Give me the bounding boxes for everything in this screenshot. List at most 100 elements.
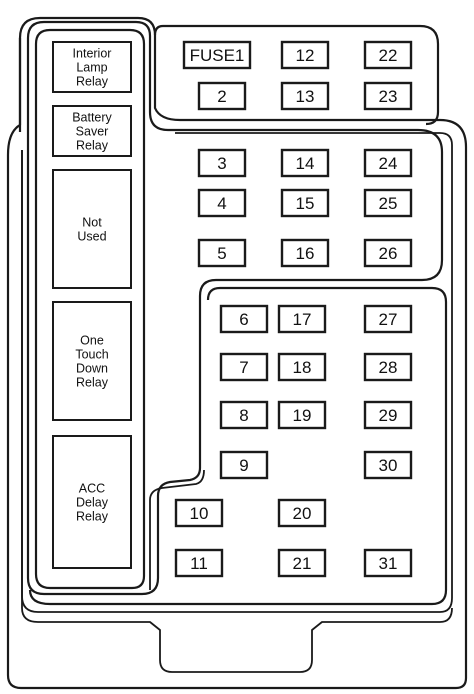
interior-lamp-relay-label-line: Relay	[76, 75, 109, 89]
fuse-number-label: 13	[296, 87, 315, 106]
fuse-15: 15	[280, 188, 330, 218]
fuse-number-label: 6	[239, 310, 248, 329]
fuse-number-label: 12	[296, 46, 315, 65]
acc-delay-relay-label-line: ACC	[79, 482, 105, 496]
fuse-28: 28	[363, 352, 413, 382]
fuse-number-label: 24	[379, 154, 398, 173]
fuse-slot	[277, 352, 327, 382]
fuse-27: 27	[363, 304, 413, 334]
fuse-number-label: 23	[379, 87, 398, 106]
fuse-11: 11	[174, 548, 224, 578]
fuse-slot	[363, 352, 413, 382]
fuse-number-label: 29	[379, 406, 398, 425]
fuse-number-label: 31	[379, 554, 398, 573]
fuse-number-label: FUSE1	[190, 46, 245, 65]
fuse-number-label: 2	[217, 87, 226, 106]
fuse-slot	[363, 81, 413, 111]
fuse-fuse1: FUSE1	[182, 40, 252, 70]
fuse-26: 26	[363, 238, 413, 268]
fuse-number-label: 5	[217, 244, 226, 263]
fuse-number-label: 27	[379, 310, 398, 329]
battery-saver-relay-label-line: Battery	[72, 111, 112, 125]
fuse-slot	[363, 304, 413, 334]
one-touch-down-relay-outline	[52, 301, 132, 421]
one-touch-down-relay-label-line: Relay	[76, 376, 109, 390]
fuse-17: 17	[277, 304, 327, 334]
fuse-number-label: 4	[217, 194, 226, 213]
fuse-number-label: 11	[190, 554, 208, 573]
fuse-slot	[197, 188, 247, 218]
fuse-number-label: 3	[217, 154, 226, 173]
fuse-30: 30	[363, 450, 413, 480]
fuse-14: 14	[280, 148, 330, 178]
fuse-slot	[280, 148, 330, 178]
one-touch-down-relay-label-line: Down	[76, 362, 108, 376]
fuse-3: 3	[197, 148, 247, 178]
fuse-29: 29	[363, 400, 413, 430]
fuse-slot	[219, 352, 269, 382]
interior-lamp-relay-outline	[52, 41, 132, 93]
not-used-outline	[52, 169, 132, 289]
fuse-slot	[280, 238, 330, 268]
fuse-slot	[363, 548, 413, 578]
fuse-16: 16	[280, 238, 330, 268]
one-touch-down-relay-label-line: Touch	[75, 348, 108, 362]
fuse-7: 7	[219, 352, 269, 382]
fuse-slot	[363, 238, 413, 268]
fuse-20: 20	[277, 498, 327, 528]
one-touch-down-relay-label-line: One	[80, 334, 104, 348]
fuse-9: 9	[219, 450, 269, 480]
fuse-slot	[197, 148, 247, 178]
fuse-number-label: 17	[293, 310, 312, 329]
fuse-number-label: 30	[379, 456, 398, 475]
fuse-2: 2	[197, 81, 247, 111]
relay-group: InteriorLampRelayBatterySaverRelayNotUse…	[52, 41, 132, 569]
housing-outline	[6, 16, 468, 690]
fuse-23: 23	[363, 81, 413, 111]
fuse-number-label: 7	[239, 358, 248, 377]
fuse-number-label: 19	[293, 406, 312, 425]
fuse-19: 19	[277, 400, 327, 430]
fuse-31: 31	[363, 548, 413, 578]
fuse-13: 13	[280, 81, 330, 111]
battery-saver-relay-label-line: Saver	[76, 125, 109, 139]
fuse-slot	[363, 40, 413, 70]
fuse-slot	[219, 400, 269, 430]
not-used-label-line: Used	[77, 230, 106, 244]
fuse-number-label: 21	[293, 554, 312, 573]
fuse-number-label: 8	[239, 406, 248, 425]
acc-delay-relay-label-line: Relay	[76, 510, 109, 524]
fuse-slot	[197, 81, 247, 111]
acc-delay-relay-label-line: Delay	[76, 496, 109, 510]
fuse-22: 22	[363, 40, 413, 70]
fuse-group: FUSE123456789101112131415161718192021222…	[174, 40, 413, 578]
fuse-slot	[174, 498, 224, 528]
fuse-number-label: 22	[379, 46, 398, 65]
fuse-slot	[174, 548, 224, 578]
battery-saver-relay-outline	[52, 105, 132, 157]
fuse-number-label: 14	[296, 154, 315, 173]
fuse-number-label: 20	[293, 504, 312, 523]
fuse-25: 25	[363, 188, 413, 218]
fuse-6: 6	[219, 304, 269, 334]
fuse-slot	[280, 188, 330, 218]
fuse-slot	[280, 40, 330, 70]
fuse-number-label: 25	[379, 194, 398, 213]
not-used-label-line: Not	[82, 216, 102, 230]
fuse-slot	[363, 188, 413, 218]
fuse-slot	[277, 498, 327, 528]
fuse-10: 10	[174, 498, 224, 528]
fuse-slot	[363, 400, 413, 430]
fuse-number-label: 15	[296, 194, 315, 213]
fuse-slot	[277, 400, 327, 430]
fuse-4: 4	[197, 188, 247, 218]
fuse-slot	[363, 450, 413, 480]
fuse-slot	[277, 304, 327, 334]
fuse-number-label: 16	[296, 244, 315, 263]
fuse-12: 12	[280, 40, 330, 70]
